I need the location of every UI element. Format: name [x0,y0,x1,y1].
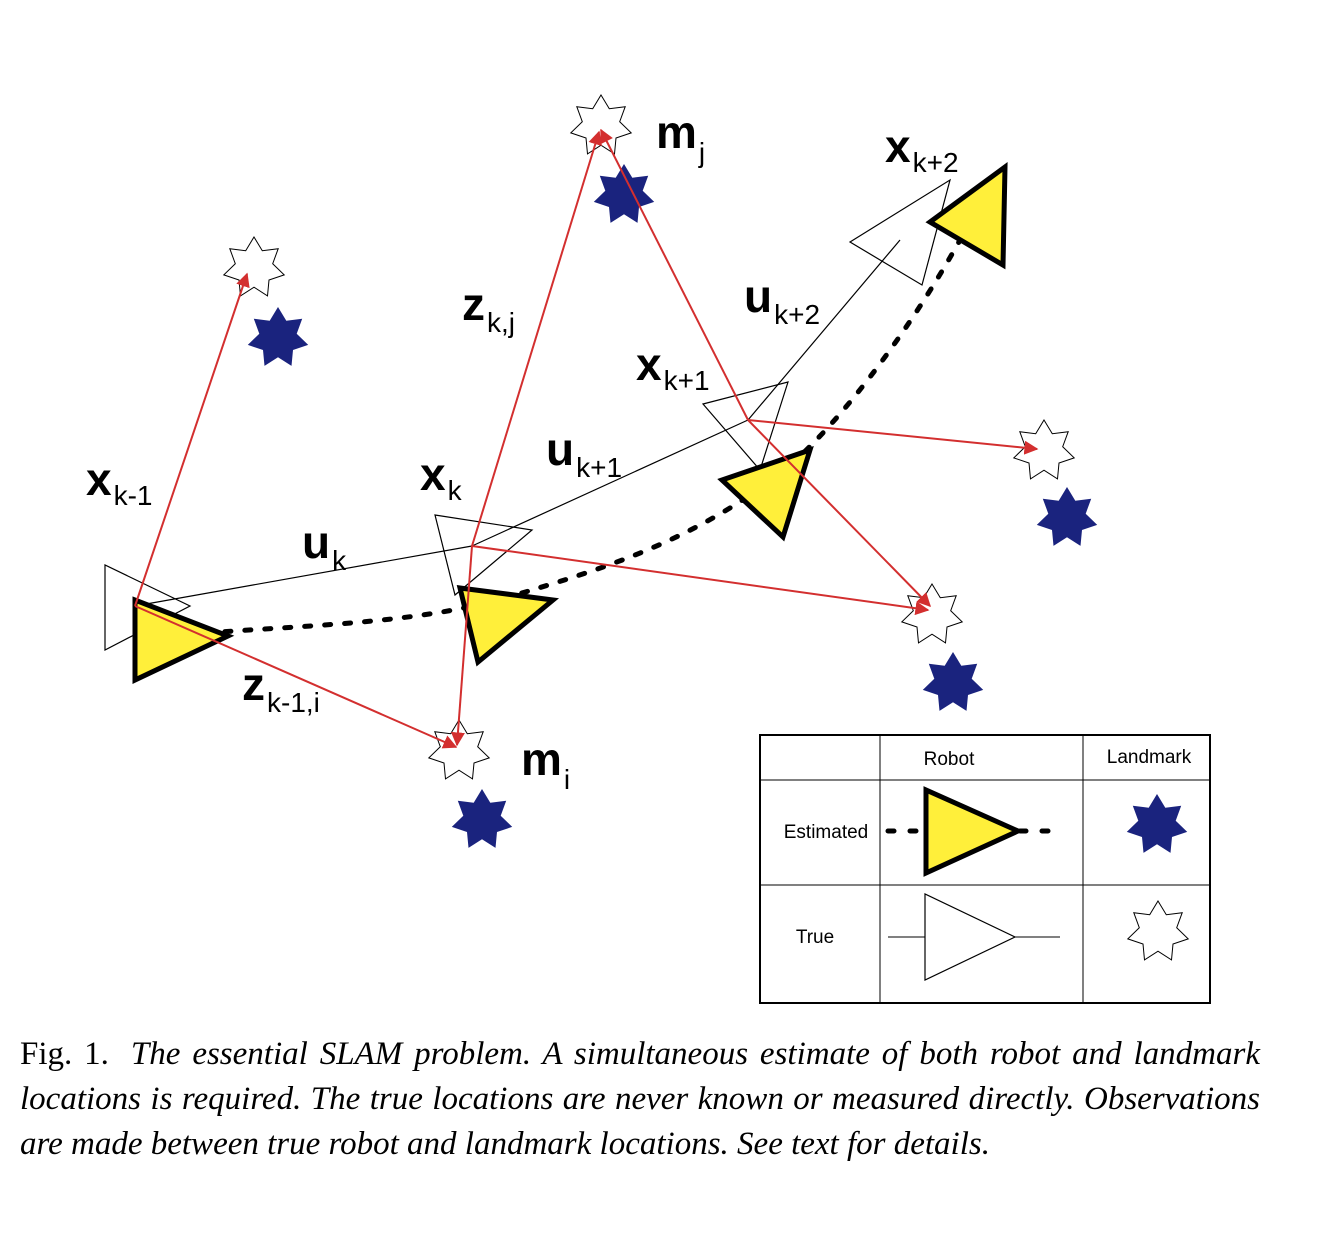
true-landmark-star [222,236,286,297]
label-m-i: mi [521,733,570,795]
estimated-robot-x-k [456,585,560,667]
label-u-kp1: uk+1 [546,423,622,483]
legend-row-estimated: Estimated [784,822,868,843]
observation-arrow [450,545,473,747]
label-x-k: xk [420,448,463,506]
observation-arrow [471,545,930,616]
estimated-landmark-star [1036,487,1098,546]
observation-arrow [600,128,749,421]
label-x-kp1: xk+1 [636,338,710,396]
legend-landmark-samples [1126,794,1190,961]
observations [134,128,1039,749]
estimated-landmark-star [593,164,655,223]
estimated-robot-x-km1 [132,596,235,684]
estimated-landmarks [247,164,1098,848]
label-z-kj: zk,j [462,278,515,338]
true-robot-x-k [434,514,534,597]
true-landmark-star [900,583,964,644]
caption-text: The essential SLAM problem. A simultaneo… [20,1036,1260,1162]
estimated-landmark-star [247,307,309,366]
figure-caption: Fig. 1.The essential SLAM problem. A sim… [20,1032,1260,1167]
control-line-u-k [134,545,473,607]
observation-arrow [134,272,250,607]
label-u-k: uk [302,516,347,576]
true-landmark-star [569,94,633,155]
observation-arrow [747,419,931,608]
true-robot-x-kp1 [701,381,789,472]
legend-header-landmark: Landmark [1107,747,1192,768]
slam-diagram: xk-1 xk xk+1 xk+2 uk uk+1 uk+2 zk,j zk-1… [86,94,1211,1004]
legend-true-robot [924,893,1017,981]
true-robot-x-kp2 [848,178,951,286]
control-line-u-kp1 [471,419,749,547]
control-line-u-kp2 [747,239,901,421]
estimated-landmark-star [451,789,513,848]
legend-estimated-landmark [1126,794,1188,853]
label-x-kp2: xk+2 [885,120,959,178]
estimated-robot-x-kp1 [717,446,814,542]
legend-row-true: True [796,927,834,948]
legend-frame [759,734,1211,1004]
legend: Robot Landmark Estimated True [759,734,1211,1004]
observation-arrow [134,605,458,749]
estimated-landmark-star [922,652,984,711]
label-x-km1: xk-1 [86,453,153,511]
legend-true-landmark [1126,900,1190,961]
observation-arrow [747,419,1039,455]
legend-header-robot: Robot [924,749,975,770]
estimated-robot-x-kp2 [925,161,1008,270]
true-landmark-star [1012,419,1076,480]
true-landmark-star [427,719,491,780]
label-z-km1i: zk-1,i [242,658,320,718]
observation-arrow [471,130,602,547]
caption-figure-number: Fig. 1. [20,1036,109,1072]
legend-estimated-robot [923,786,1025,877]
label-u-kp2: uk+2 [744,270,820,330]
label-m-j: mj [656,106,705,168]
